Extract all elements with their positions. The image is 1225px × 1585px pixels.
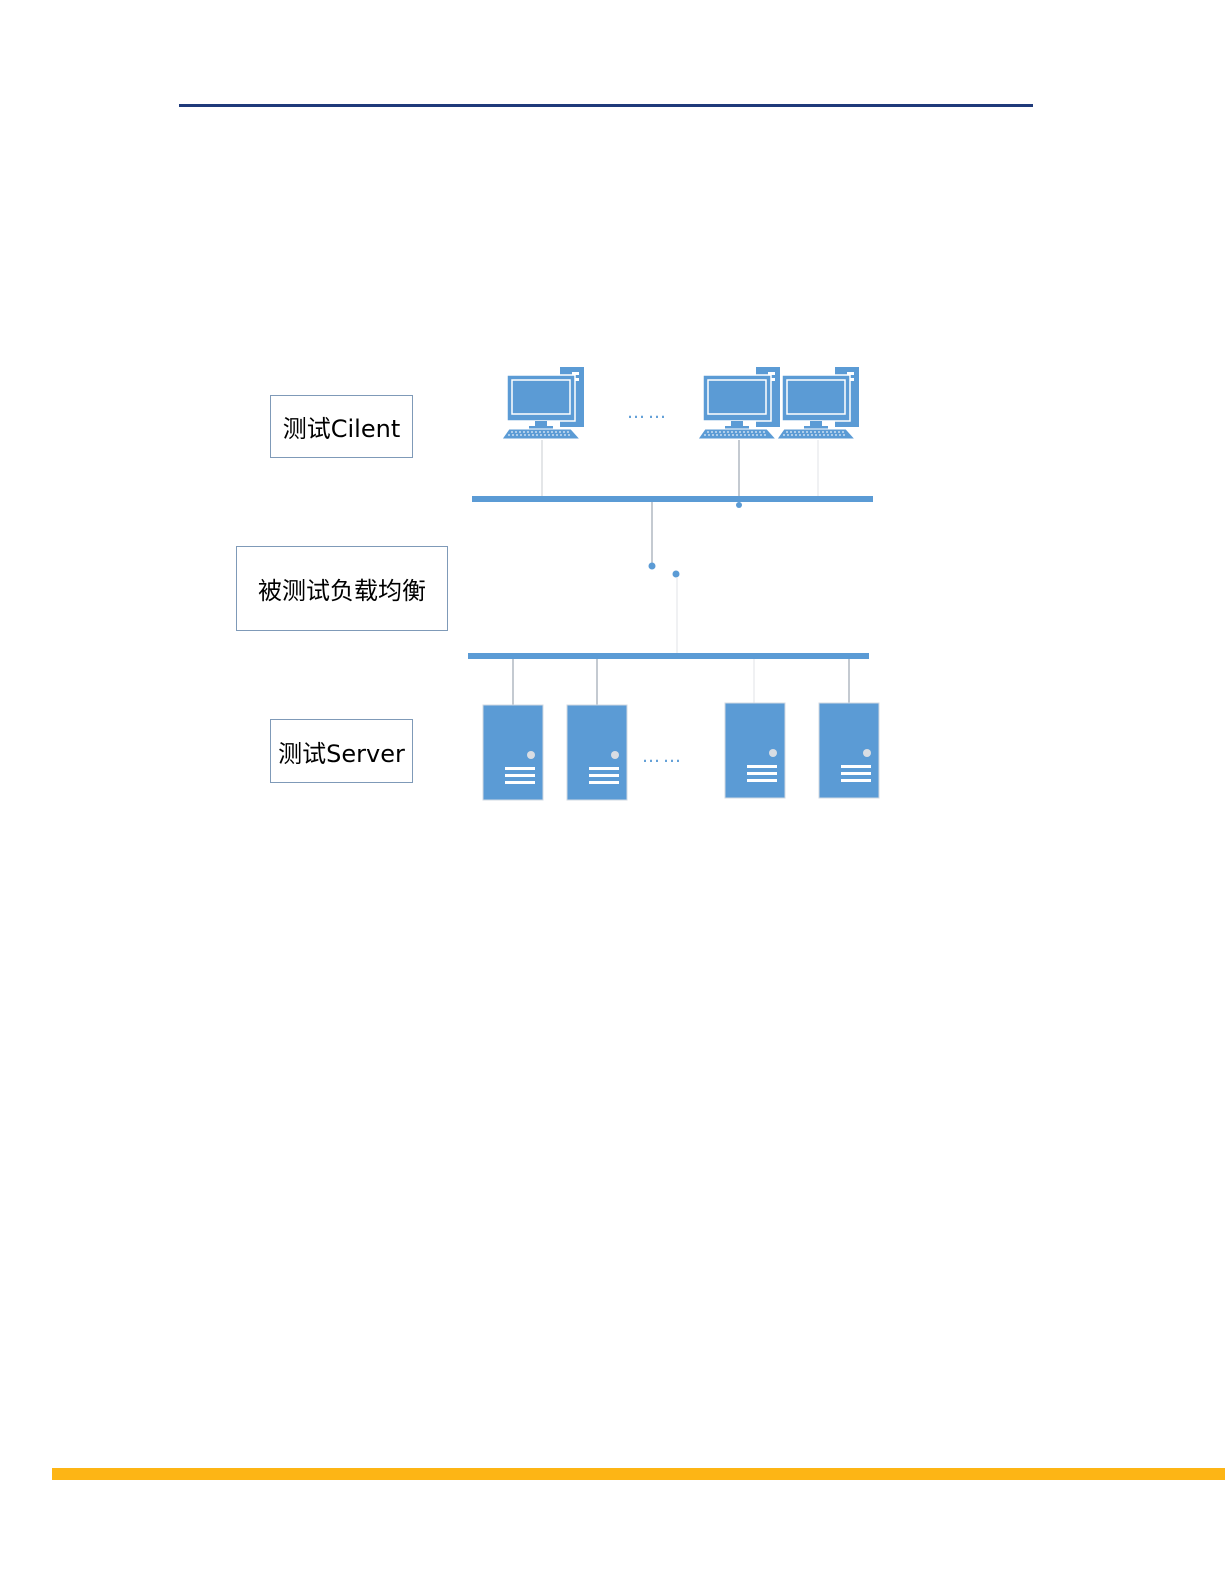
footer-rule (52, 1468, 1225, 1480)
client-computer-icon-1 (501, 366, 585, 440)
server-tower-icon-2 (566, 704, 628, 801)
client-label: 测试Cilent (282, 415, 401, 443)
client-network-bus (472, 496, 873, 502)
server-tower-icon-4 (818, 702, 880, 799)
load-balancer-label: 被测试负载均衡 (258, 577, 426, 605)
client-computer-icon-2 (697, 366, 781, 440)
server-label-box: 测试Server (270, 719, 413, 783)
clients-ellipsis: …… (627, 402, 669, 423)
server-network-bus (468, 653, 869, 659)
server-tower-icon-1 (482, 704, 544, 801)
connector-dot (672, 570, 680, 578)
load-balancer-label-box: 被测试负载均衡 (236, 546, 448, 631)
client-computer-icon-3 (776, 366, 860, 440)
header-rule (179, 104, 1033, 107)
servers-ellipsis: …… (642, 746, 684, 767)
server-label: 测试Server (278, 739, 405, 768)
server-tower-icon-3 (724, 702, 786, 799)
connector-dot (736, 502, 742, 508)
connector-dot (648, 562, 656, 570)
client-label-box: 测试Cilent (270, 395, 413, 458)
